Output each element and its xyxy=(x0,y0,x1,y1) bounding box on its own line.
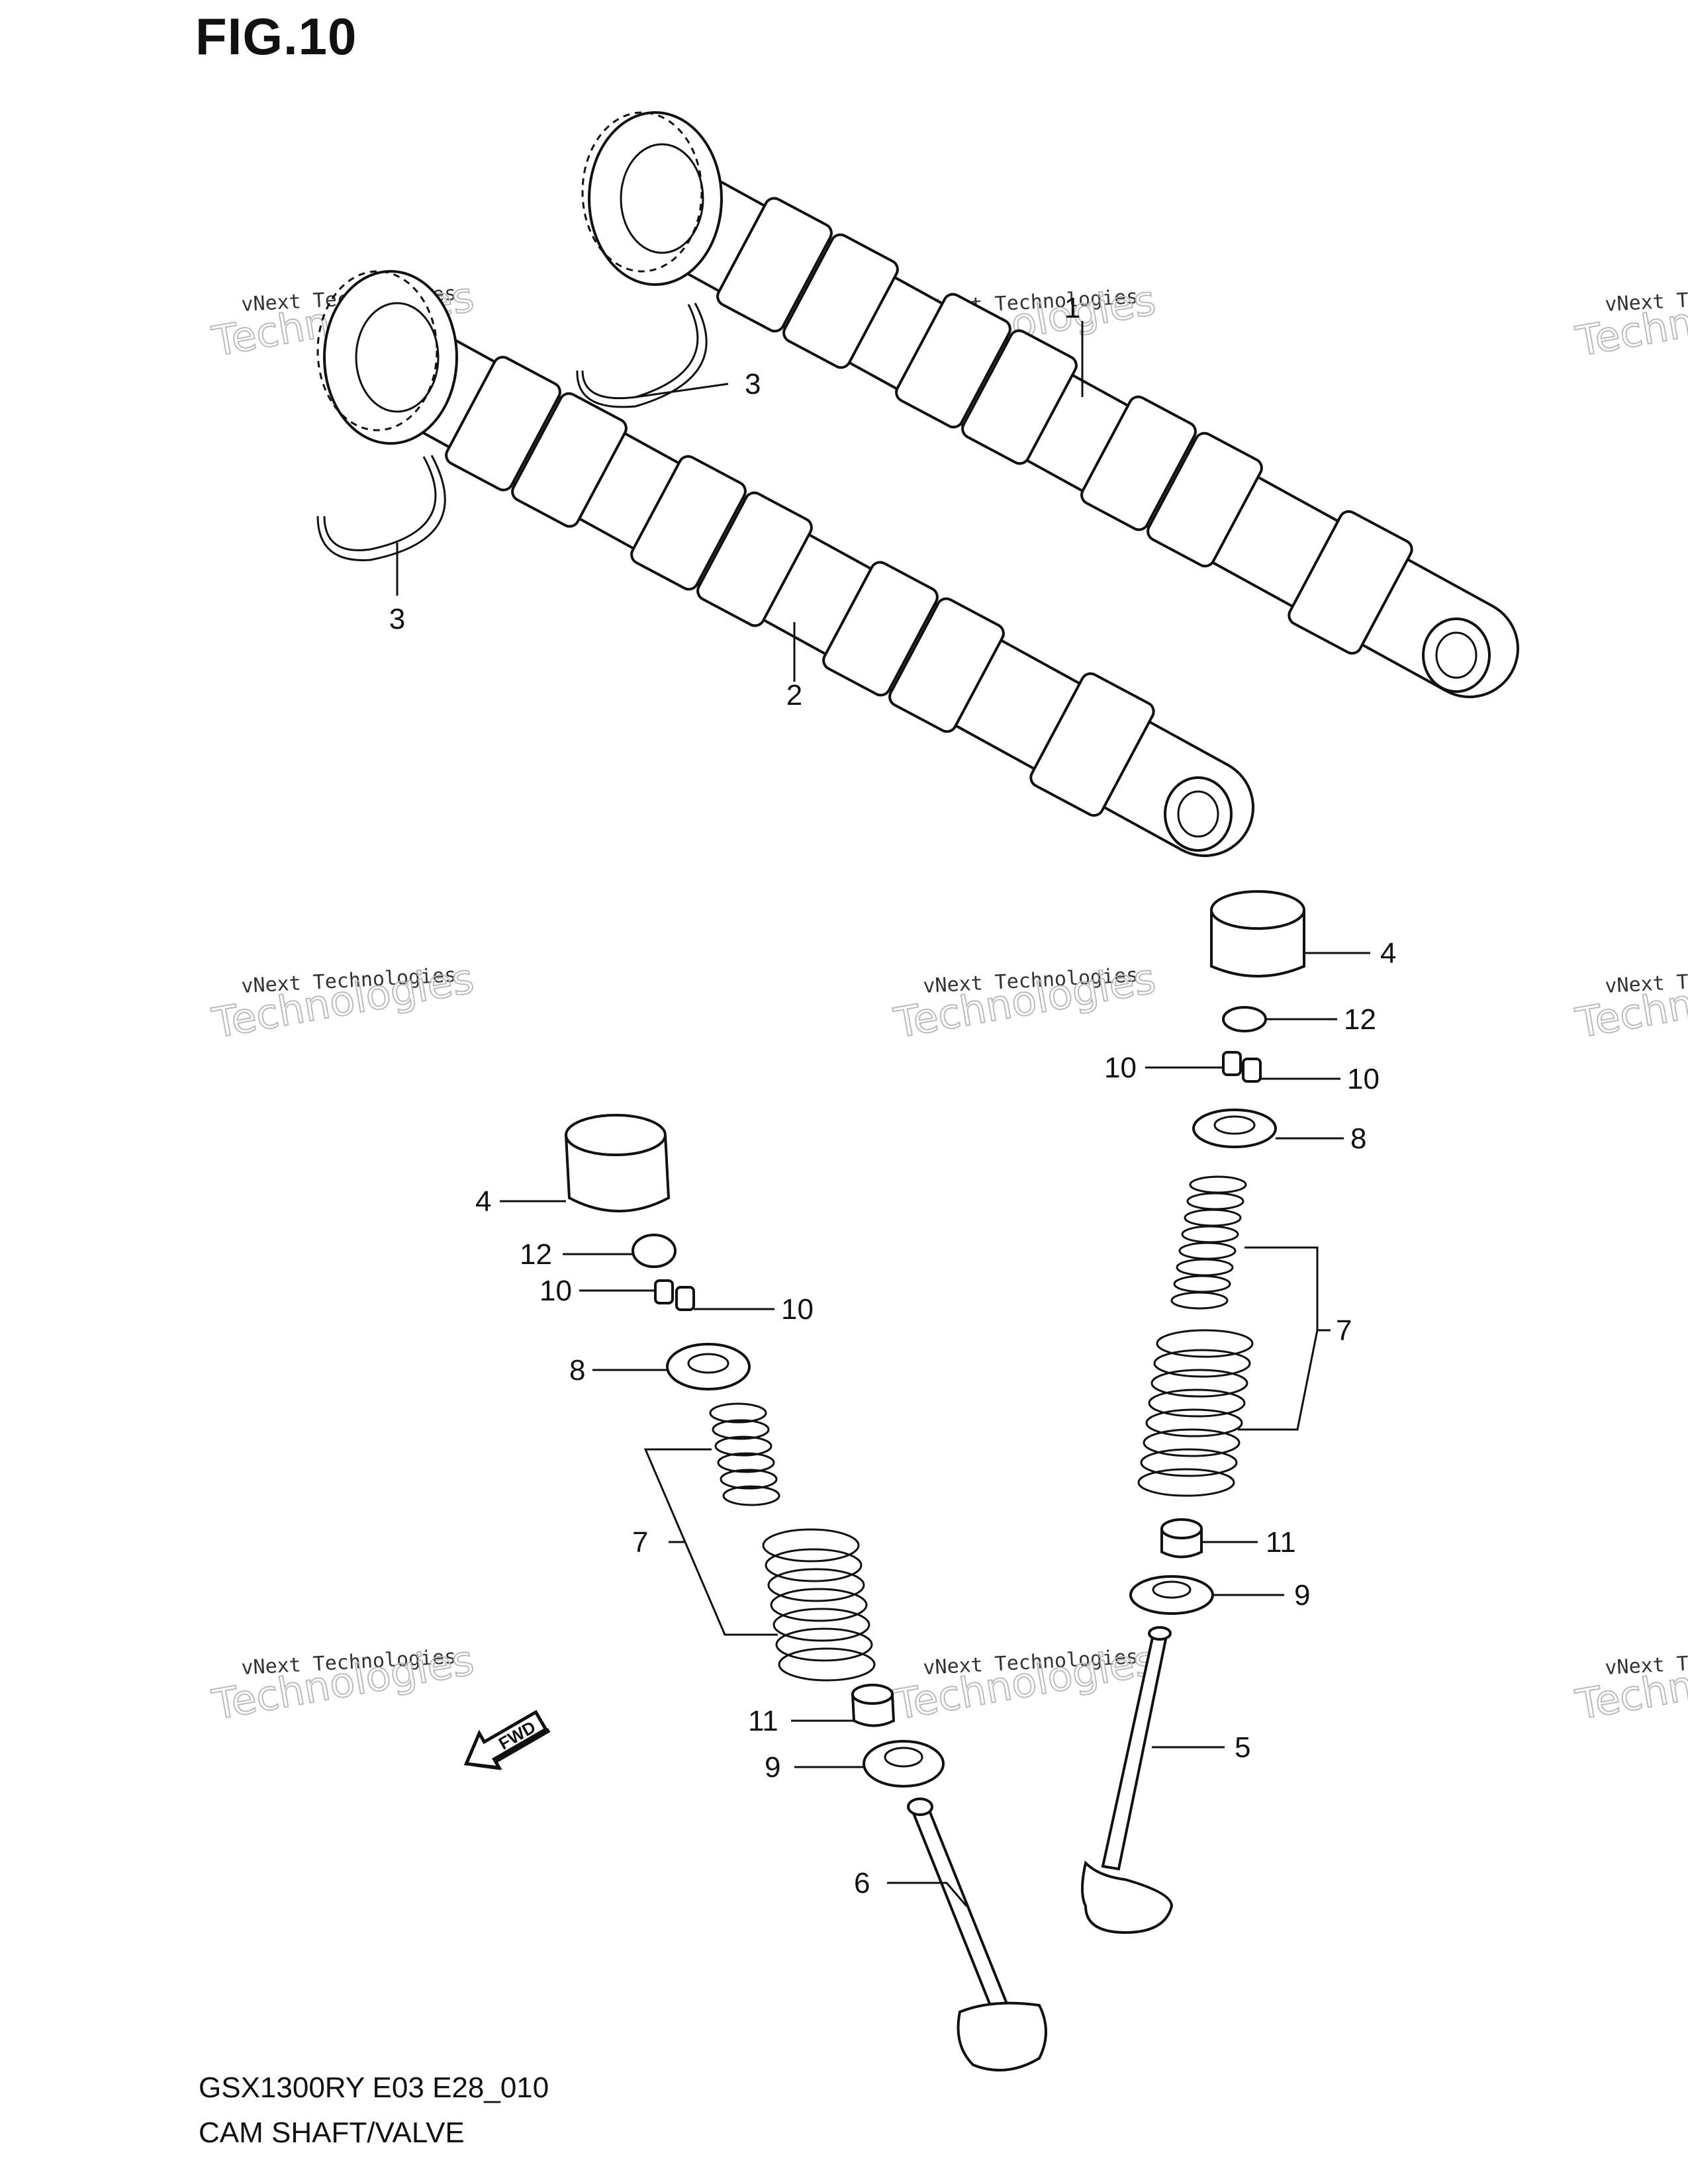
half-ring-lower xyxy=(316,455,446,561)
diagram-name: CAM SHAFT/VALVE xyxy=(199,2116,465,2149)
shim-left xyxy=(632,1234,677,1268)
spring-seat-left xyxy=(863,1740,945,1788)
callout-valve-right: 5 xyxy=(1235,1731,1250,1764)
watermark-line2: Technologies xyxy=(209,954,477,1047)
watermark: vNext Technologies Technologies xyxy=(208,953,478,1048)
watermark-line2: Technologies xyxy=(890,1635,1159,1729)
figure-title: FIG.10 xyxy=(195,7,357,66)
callout-spring-right: 7 xyxy=(1336,1314,1352,1347)
callout-seal-right: 11 xyxy=(1266,1526,1296,1559)
stem-seal-right xyxy=(1160,1518,1203,1559)
callout-cotter-right-a: 10 xyxy=(1104,1052,1137,1084)
valve-left xyxy=(907,1797,1047,2071)
callout-seat-left: 9 xyxy=(765,1751,780,1784)
watermark: vNext Technologies Technologies xyxy=(1571,953,1688,1048)
callout-labels: 1 2 3 3 4 12 10 10 8 7 11 9 5 4 12 10 10… xyxy=(389,292,1397,1899)
leader-lines xyxy=(396,321,1370,1907)
camshaft-1 xyxy=(581,111,1519,698)
spring-right xyxy=(1137,1175,1254,1497)
callout-spring-left: 7 xyxy=(632,1526,648,1559)
callout-cotter-right-b: 10 xyxy=(1347,1063,1380,1095)
watermark-line2: Technologies xyxy=(1572,954,1688,1047)
watermark-line2: Technologies xyxy=(1572,272,1688,365)
callout-ring-lower: 3 xyxy=(389,603,405,635)
watermark-line2: Technologies xyxy=(209,1635,477,1729)
watermark-line2: Technologies xyxy=(1572,1635,1688,1729)
tappet-right xyxy=(1210,890,1305,978)
fwd-arrow-icon: FWD xyxy=(463,1709,551,1770)
retainer-right xyxy=(1192,1109,1277,1148)
half-ring-upper xyxy=(576,302,708,408)
callout-retainer-right: 8 xyxy=(1350,1122,1366,1155)
callout-seal-left: 11 xyxy=(748,1705,778,1737)
callout-tappet-right: 4 xyxy=(1380,937,1396,970)
camshaft-2 xyxy=(316,270,1254,857)
stem-seal-left xyxy=(851,1684,896,1727)
callout-camshaft-1: 1 xyxy=(1064,292,1080,324)
watermark: vNext Technologies Technologies xyxy=(208,1635,478,1729)
callout-camshaft-2: 2 xyxy=(786,679,802,711)
callout-seat-right: 9 xyxy=(1294,1579,1310,1612)
spring-seat-right xyxy=(1129,1575,1214,1615)
callout-valve-left: 6 xyxy=(854,1867,870,1899)
callout-ring-upper: 3 xyxy=(745,368,761,400)
retainer-left xyxy=(666,1343,751,1390)
tappet-left xyxy=(565,1114,671,1212)
watermark: vNext Technologies Technologies xyxy=(1571,1635,1688,1729)
callout-tappet-left: 4 xyxy=(475,1185,491,1218)
callout-shim-left: 12 xyxy=(520,1238,552,1271)
watermark: vNext Technologies Technologies xyxy=(1571,271,1688,366)
callout-retainer-left: 8 xyxy=(569,1354,585,1387)
shim-right xyxy=(1222,1006,1267,1032)
callout-cotter-left-a: 10 xyxy=(539,1275,572,1307)
callout-shim-right: 12 xyxy=(1344,1003,1376,1036)
spring-left xyxy=(709,1402,876,1682)
watermark: vNext Technologies Technologies xyxy=(890,953,1160,1048)
watermarks: vNext Technologies Technologies vNext Te… xyxy=(208,271,1688,1729)
watermark: vNext Technologies Technologies xyxy=(890,1635,1160,1729)
cotter-left xyxy=(654,1279,695,1311)
watermark-line2: Technologies xyxy=(890,954,1159,1047)
cotter-right xyxy=(1222,1051,1262,1083)
valve-right xyxy=(1081,1626,1174,1934)
model-code: GSX1300RY E03 E28_010 xyxy=(199,2071,549,2104)
callout-cotter-left-b: 10 xyxy=(781,1293,814,1326)
